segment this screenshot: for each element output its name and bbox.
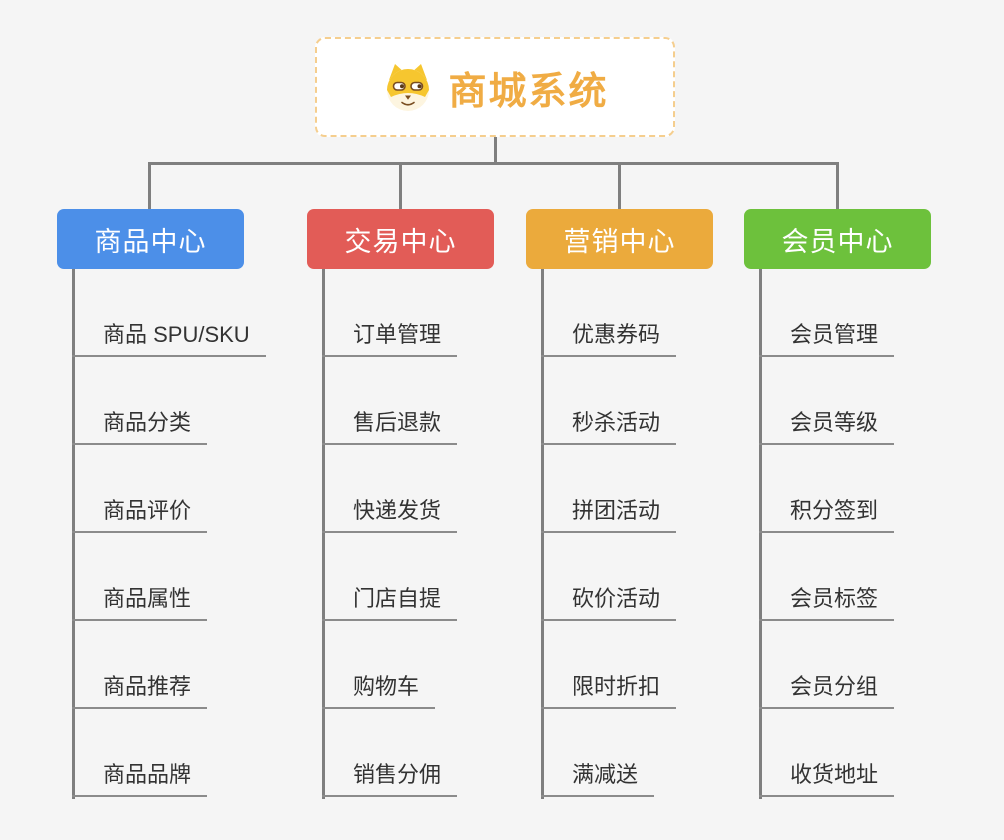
child-topic[interactable]: 商品属性: [72, 581, 208, 621]
root-connector-line: [494, 137, 497, 163]
child-row: 商品 SPU/SKU: [72, 269, 266, 357]
child-topic[interactable]: 优惠券码: [541, 317, 677, 357]
child-row: 快递发货: [322, 445, 458, 533]
branch-children: 会员管理会员等级积分签到会员标签会员分组收货地址: [759, 269, 895, 797]
child-row: 秒杀活动: [541, 357, 677, 445]
child-row: 限时折扣: [541, 621, 677, 709]
branch-connector-stub: [836, 164, 839, 210]
child-topic[interactable]: 售后退款: [322, 405, 458, 445]
child-topic[interactable]: 会员等级: [759, 405, 895, 445]
child-row: 会员等级: [759, 357, 895, 445]
branch-trunk-line: [541, 269, 544, 799]
child-topic[interactable]: 会员管理: [759, 317, 895, 357]
branch-children: 订单管理售后退款快递发货门店自提购物车销售分佣: [322, 269, 458, 797]
branch-children: 优惠券码秒杀活动拼团活动砍价活动限时折扣满减送: [541, 269, 677, 797]
branch-trunk-line: [322, 269, 325, 799]
branch-connector-stub: [399, 164, 402, 210]
child-topic[interactable]: 商品 SPU/SKU: [72, 317, 266, 357]
child-row: 商品分类: [72, 357, 266, 445]
child-topic[interactable]: 门店自提: [322, 581, 458, 621]
branch-connector-stub: [148, 164, 151, 210]
branch-column-marketing-center: 营销中心 优惠券码秒杀活动拼团活动砍价活动限时折扣满减送: [526, 209, 786, 799]
child-row: 砍价活动: [541, 533, 677, 621]
root-node-title: 商城系统: [448, 70, 609, 113]
child-row: 优惠券码: [541, 269, 677, 357]
child-topic[interactable]: 快递发货: [322, 493, 458, 533]
branch-connector-bar: [148, 162, 839, 165]
child-row: 销售分佣: [322, 709, 458, 797]
child-row: 积分签到: [759, 445, 895, 533]
child-topic[interactable]: 秒杀活动: [541, 405, 677, 445]
child-topic[interactable]: 商品推荐: [72, 669, 208, 709]
child-topic[interactable]: 购物车: [322, 669, 436, 709]
child-row: 商品品牌: [72, 709, 266, 797]
branch-trunk-line: [72, 269, 75, 799]
branch-column-trade-center: 交易中心 订单管理售后退款快递发货门店自提购物车销售分佣: [307, 209, 567, 799]
dog-face-icon: [381, 62, 435, 112]
child-row: 满减送: [541, 709, 676, 797]
child-topic[interactable]: 订单管理: [322, 317, 458, 357]
child-row: 门店自提: [322, 533, 458, 621]
child-row: 收货地址: [759, 709, 895, 797]
child-topic[interactable]: 会员分组: [759, 669, 895, 709]
child-row: 售后退款: [322, 357, 458, 445]
branch-column-member-center: 会员中心 会员管理会员等级积分签到会员标签会员分组收货地址: [744, 209, 1004, 799]
child-row: 订单管理: [322, 269, 458, 357]
child-topic[interactable]: 会员标签: [759, 581, 895, 621]
child-row: 拼团活动: [541, 445, 677, 533]
child-row: 商品推荐: [72, 621, 266, 709]
branch-children: 商品 SPU/SKU 商品分类商品评价商品属性商品推荐商品品牌: [72, 269, 266, 797]
child-row: 会员分组: [759, 621, 895, 709]
root-node[interactable]: 商城系统: [315, 37, 675, 137]
child-row: 会员标签: [759, 533, 895, 621]
branch-node-trade-center[interactable]: 交易中心: [307, 209, 494, 269]
child-row: 商品评价: [72, 445, 266, 533]
child-topic[interactable]: 商品品牌: [72, 757, 208, 797]
child-row: 商品属性: [72, 533, 266, 621]
branch-connector-stub: [618, 164, 621, 210]
child-topic[interactable]: 销售分佣: [322, 757, 458, 797]
child-row: 会员管理: [759, 269, 895, 357]
branch-node-product-center[interactable]: 商品中心: [57, 209, 244, 269]
child-row: 购物车: [322, 621, 457, 709]
branch-node-member-center[interactable]: 会员中心: [744, 209, 931, 269]
child-topic[interactable]: 商品评价: [72, 493, 208, 533]
child-topic[interactable]: 拼团活动: [541, 493, 677, 533]
child-topic[interactable]: 积分签到: [759, 493, 895, 533]
child-topic[interactable]: 商品分类: [72, 405, 208, 445]
branch-column-product-center: 商品中心 商品 SPU/SKU 商品分类商品评价商品属性商品推荐商品品牌: [57, 209, 317, 799]
child-topic[interactable]: 砍价活动: [541, 581, 677, 621]
branch-node-marketing-center[interactable]: 营销中心: [526, 209, 713, 269]
child-topic[interactable]: 满减送: [541, 757, 655, 797]
child-topic[interactable]: 收货地址: [759, 757, 895, 797]
child-topic[interactable]: 限时折扣: [541, 669, 677, 709]
branch-trunk-line: [759, 269, 762, 799]
